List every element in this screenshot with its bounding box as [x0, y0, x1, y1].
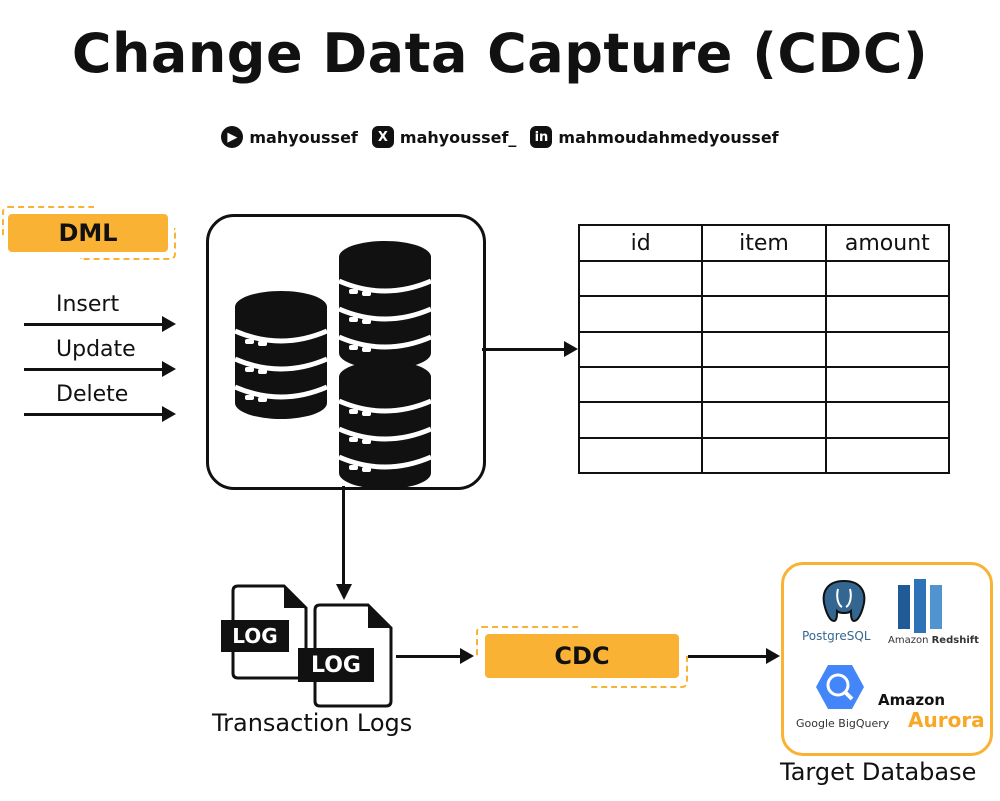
arrow-head-icon [162, 406, 176, 422]
table-cell [577, 330, 704, 368]
redshift-prefix: Amazon [888, 635, 929, 646]
postgresql-icon [822, 579, 866, 623]
table-row [577, 436, 951, 475]
log-badge-back: LOG [221, 620, 289, 652]
table-header-row: id item amount [577, 224, 951, 262]
table-cell [824, 295, 951, 333]
table-row [577, 330, 951, 368]
x-icon: X [371, 126, 394, 148]
db-to-table-arrow [482, 348, 566, 351]
table-cell [701, 365, 827, 404]
dml-tag-label: DML [58, 219, 118, 247]
op-insert-label: Insert [56, 292, 120, 317]
linkedin-icon: in [530, 126, 553, 148]
cdc-tag: CDC [485, 634, 679, 678]
arrow-head-icon [460, 648, 474, 664]
dml-tag: DML [8, 214, 168, 252]
table-cell [824, 365, 951, 404]
title-text: Change Data Capture (CDC) [65, 22, 935, 85]
table-cell [577, 365, 704, 404]
arrow-head-icon [564, 341, 578, 357]
dml-dash-bottom [80, 228, 176, 260]
column-header-amount: amount [824, 224, 951, 262]
op-update-arrow [24, 368, 164, 371]
table-cell [577, 436, 704, 475]
page-title: Change Data Capture (CDC) [0, 22, 1000, 85]
logs-to-cdc-arrow [396, 655, 462, 658]
log-files-icon: LOG LOG [218, 583, 398, 709]
arrow-head-icon [162, 316, 176, 332]
table-cell [824, 436, 951, 475]
table-cell [824, 401, 951, 439]
table-cell [701, 436, 827, 475]
cdc-tag-label: CDC [554, 642, 610, 670]
table-row [577, 259, 951, 298]
table-cell [824, 330, 951, 368]
aurora-name: Aurora [908, 708, 985, 732]
log-badge-front: LOG [298, 648, 374, 682]
table-cell [701, 330, 827, 368]
social-handle: mahmoudahmedyoussef [558, 127, 779, 147]
cdc-dash-bottom [590, 654, 688, 688]
aurora-prefix: Amazon [878, 691, 946, 709]
db-to-logs-arrow [342, 486, 345, 586]
table-cell [701, 259, 827, 298]
op-update-label: Update [56, 337, 136, 362]
table-cell [824, 259, 951, 298]
table-row [577, 401, 951, 439]
dml-dash-top [2, 206, 94, 238]
social-links: ▶ mahyoussef X mahyoussef_ in mahmoudahm… [0, 126, 1000, 148]
source-database-box [206, 214, 486, 490]
target-database-box: PostgreSQL Amazon Redshift Google BigQue… [781, 562, 993, 756]
arrow-head-icon [766, 648, 780, 664]
social-handle: mahyoussef [249, 127, 358, 147]
data-table: id item amount [577, 224, 951, 475]
op-insert-arrow [24, 323, 164, 326]
op-delete-arrow [24, 413, 164, 416]
social-x[interactable]: X mahyoussef_ [371, 126, 517, 148]
social-linkedin[interactable]: in mahmoudahmedyoussef [530, 126, 779, 148]
amazon-redshift-icon [898, 579, 942, 633]
table-row [577, 365, 951, 404]
arrow-head-down-icon [336, 584, 352, 600]
redshift-label: Amazon Redshift [888, 635, 979, 646]
table-cell [701, 295, 827, 333]
column-header-id: id [577, 224, 704, 262]
database-stack-icon [209, 217, 483, 487]
logs-caption: Transaction Logs [212, 709, 413, 737]
cdc-dash-top [476, 626, 578, 658]
social-youtube[interactable]: ▶ mahyoussef [221, 126, 358, 148]
column-header-item: item [701, 224, 827, 262]
op-delete-label: Delete [56, 382, 129, 407]
table-cell [701, 401, 827, 439]
table-cell [577, 401, 704, 439]
arrow-head-icon [162, 361, 176, 377]
redshift-name: Redshift [931, 635, 979, 646]
google-bigquery-icon [816, 665, 864, 709]
postgresql-label: PostgreSQL [802, 629, 871, 643]
social-handle: mahyoussef_ [399, 127, 517, 147]
table-cell [577, 259, 704, 298]
table-cell [577, 295, 704, 333]
bigquery-label: Google BigQuery [796, 717, 890, 730]
target-caption: Target Database [780, 758, 977, 786]
youtube-icon: ▶ [221, 126, 244, 148]
table-row [577, 295, 951, 333]
cdc-to-target-arrow [688, 655, 768, 658]
